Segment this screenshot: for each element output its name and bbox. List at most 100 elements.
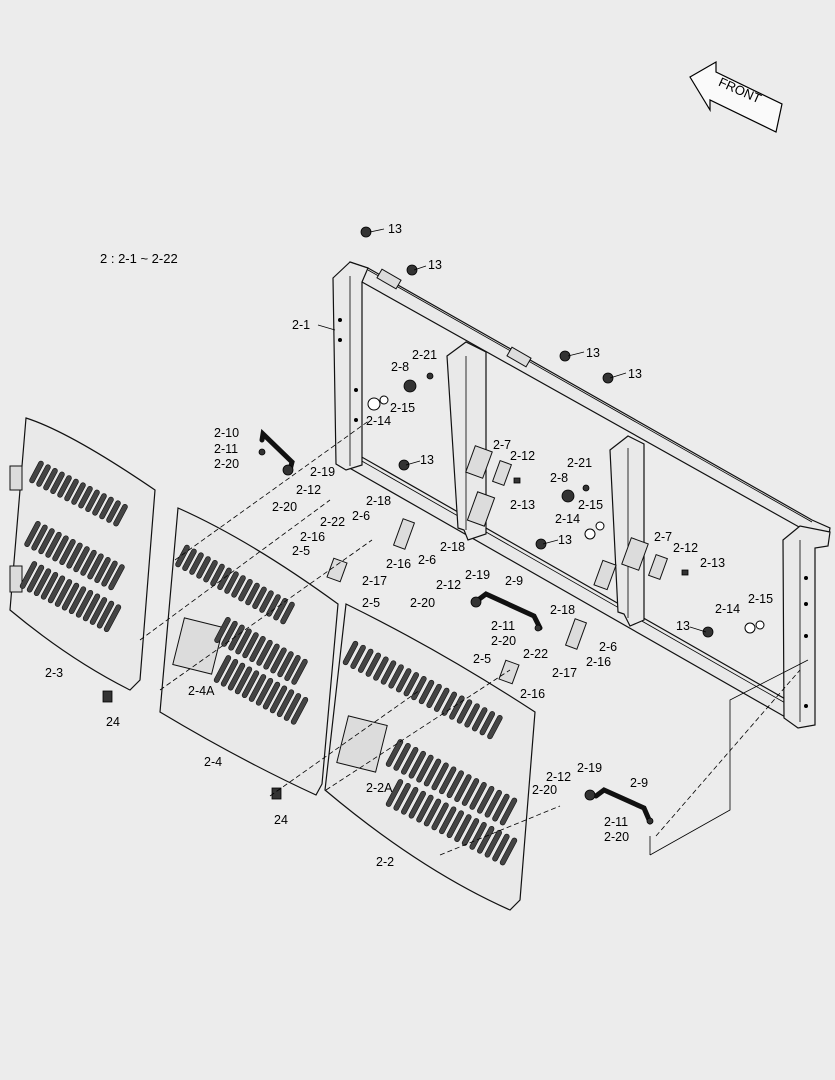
vent-slot bbox=[242, 632, 259, 659]
callout-labels: 13132-12-212-813132-152-142-102-112-202-… bbox=[45, 222, 773, 869]
callout-label: 2-12 bbox=[296, 483, 321, 497]
callout-label: 2-19 bbox=[310, 465, 335, 479]
vent-slot bbox=[441, 691, 458, 716]
vent-slot bbox=[189, 552, 204, 575]
vent-slot bbox=[45, 531, 62, 558]
vent-slot bbox=[499, 837, 518, 866]
callout-label: 2-12 bbox=[510, 449, 535, 463]
vent-slot bbox=[231, 575, 246, 598]
callout-label: 2-11 bbox=[214, 442, 238, 456]
vent-slot bbox=[99, 496, 114, 520]
vent-slot bbox=[214, 617, 231, 643]
vent-slot bbox=[103, 604, 122, 633]
vent-slot bbox=[277, 651, 294, 678]
vent-slot bbox=[92, 493, 107, 516]
vent-slot bbox=[433, 687, 450, 712]
vent-slot bbox=[235, 628, 252, 655]
vent-slot bbox=[266, 594, 281, 617]
vent-slot bbox=[59, 539, 76, 565]
callout-label: 2-2 bbox=[376, 855, 394, 869]
vent-slot bbox=[385, 739, 404, 767]
callout-label: 2-3 bbox=[45, 666, 63, 680]
vent-slot bbox=[96, 600, 115, 629]
vent-slots bbox=[19, 460, 518, 866]
callout-label: 2-14 bbox=[715, 602, 740, 616]
vent-slot bbox=[47, 575, 66, 604]
callout-label: 2-17 bbox=[362, 574, 387, 588]
vent-slot bbox=[426, 683, 442, 708]
vent-slot bbox=[357, 648, 374, 673]
callout-label: 2-15 bbox=[390, 401, 415, 415]
vent-slot bbox=[373, 656, 389, 681]
vent-slot bbox=[385, 779, 404, 807]
vent-slot bbox=[57, 475, 72, 498]
vent-slot bbox=[175, 544, 190, 568]
vent-slot bbox=[106, 500, 121, 523]
vent-slot bbox=[241, 670, 260, 699]
vent-slot bbox=[395, 668, 412, 693]
vent-slot bbox=[262, 681, 281, 710]
vent-slot bbox=[477, 785, 495, 814]
vent-slot bbox=[290, 696, 309, 725]
vent-slot bbox=[469, 782, 487, 810]
vent-slot bbox=[403, 672, 420, 697]
vent-slot bbox=[64, 478, 79, 502]
vent-slot bbox=[101, 560, 118, 587]
vent-slot bbox=[73, 546, 90, 573]
vent-slot bbox=[461, 778, 480, 806]
vent-slot bbox=[479, 711, 496, 736]
vent-slot bbox=[224, 571, 239, 594]
callout-label: 2-7 bbox=[493, 438, 511, 452]
assembly-note: 2 : 2-1 ~ 2-22 bbox=[100, 251, 178, 266]
vent-slot bbox=[401, 746, 419, 775]
callout-label: 13 bbox=[558, 533, 572, 547]
callout-label: 2-22 bbox=[320, 515, 345, 529]
vent-slot bbox=[408, 750, 426, 779]
callout-label: 2-16 bbox=[520, 687, 545, 701]
vent-slot bbox=[416, 754, 434, 783]
callout-label: 13 bbox=[428, 258, 442, 272]
vent-slot bbox=[350, 644, 366, 669]
callout-label: 2-5 bbox=[473, 652, 491, 666]
callout-label: 2-12 bbox=[546, 770, 571, 784]
vent-slot bbox=[446, 810, 464, 839]
callout-label: 13 bbox=[676, 619, 690, 633]
handle-2-10 bbox=[259, 428, 295, 473]
vent-slot bbox=[213, 655, 232, 683]
vent-slot bbox=[227, 662, 246, 691]
vent-slot bbox=[71, 482, 86, 505]
vent-slot bbox=[283, 693, 302, 721]
callout-label: 2-21 bbox=[567, 456, 592, 470]
callout-label: 2-5 bbox=[362, 596, 380, 610]
vent-slot bbox=[477, 825, 495, 854]
vent-slot bbox=[365, 652, 382, 677]
vent-slot bbox=[33, 568, 52, 597]
callout-label: 2-16 bbox=[586, 655, 611, 669]
callout-label: 2-20 bbox=[491, 634, 516, 648]
vent-slot bbox=[456, 699, 473, 724]
vent-slot bbox=[380, 660, 397, 685]
vent-slot bbox=[269, 685, 288, 714]
vent-slot bbox=[492, 793, 510, 822]
callout-label: 2-19 bbox=[465, 568, 490, 582]
vent-slot bbox=[54, 579, 73, 607]
vent-slot bbox=[182, 548, 197, 571]
vent-slot bbox=[499, 797, 518, 826]
callout-label: 2-18 bbox=[440, 540, 465, 554]
vent-slot bbox=[454, 814, 472, 842]
vent-slot bbox=[291, 658, 308, 685]
callout-label: 24 bbox=[106, 715, 120, 729]
vent-slot bbox=[471, 707, 488, 732]
handle-2-9-upper bbox=[475, 591, 543, 631]
callout-label: 2-1 bbox=[292, 318, 310, 332]
callout-label: 2-21 bbox=[412, 348, 437, 362]
vent-slot bbox=[61, 582, 80, 611]
vent-slot bbox=[24, 521, 41, 547]
callout-label: 13 bbox=[628, 367, 642, 381]
vent-slot bbox=[234, 666, 253, 695]
callout-label: 2-20 bbox=[604, 830, 629, 844]
callout-label: 2-20 bbox=[410, 596, 435, 610]
callout-label: 2-22 bbox=[523, 647, 548, 661]
callout-label: 2-13 bbox=[510, 498, 535, 512]
